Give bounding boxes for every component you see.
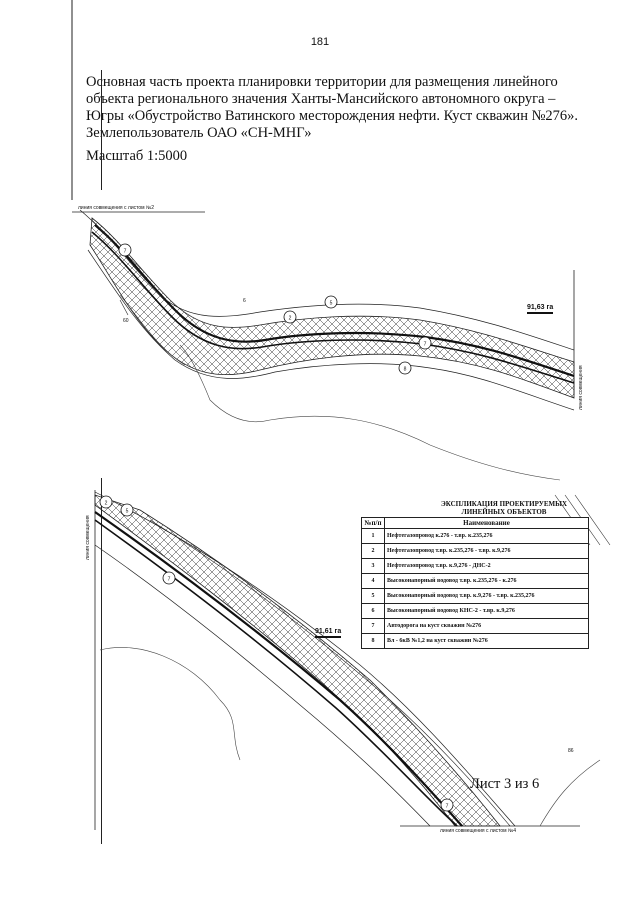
- row-num: 1: [361, 528, 385, 544]
- row-num: 2: [361, 543, 385, 559]
- row-num: 8: [361, 633, 385, 649]
- road-line: [149, 519, 511, 827]
- row-name: Высоконапорный водовод т.вр. к.235,276 -…: [384, 573, 589, 589]
- pipeline-top-2: [91, 231, 575, 384]
- svg-text:5: 5: [126, 509, 129, 515]
- area-stamp-top: 91,63 га: [527, 304, 554, 314]
- terrain-contour: [179, 344, 561, 481]
- title-line: Югры «Обустройство Ватинского месторожде…: [86, 108, 579, 124]
- left-border-line: [101, 478, 102, 844]
- row-num: 5: [361, 588, 385, 604]
- marker-7: 7: [418, 336, 432, 350]
- left-border-line: [101, 70, 102, 190]
- svg-text:7: 7: [168, 577, 171, 583]
- match-line-top-caption: линия совмещения с листом №2: [78, 205, 154, 211]
- boundary-bottom-inner: [94, 544, 431, 827]
- marker-5: 5: [120, 503, 134, 517]
- svg-text:7: 7: [124, 249, 127, 255]
- scale-label: Масштаб 1:5000: [86, 148, 188, 164]
- match-line-bottom-caption: линия совмещения с листом №4: [440, 828, 516, 834]
- row-num: 6: [361, 603, 385, 619]
- pipeline-top-1: [94, 224, 575, 378]
- corridor-top: [89, 217, 575, 399]
- marker-8: 8: [398, 361, 412, 375]
- row-name: Нефтегазопровод т.вр. к.235,276 - т.вр. …: [384, 543, 589, 559]
- marker-2: 2: [283, 310, 297, 324]
- explication-title: ЭКСПЛИКАЦИЯ ПРОЕКТИРУЕМЫХ ЛИНЕЙНЫХ ОБЪЕК…: [404, 500, 604, 516]
- svg-text:2: 2: [289, 316, 292, 322]
- row-num: 7: [361, 618, 385, 634]
- row-num: 4: [361, 573, 385, 589]
- match-line-left-caption: линия совмещения: [85, 515, 91, 560]
- marker-2: 2: [99, 495, 113, 509]
- marker-7: 7: [118, 243, 132, 257]
- boundary-top-outer: [79, 209, 575, 351]
- title-line: Основная часть проекта планировки террит…: [86, 74, 558, 90]
- row-name: Высоконапорный водовод т.вр. к.9,276 - т…: [384, 588, 589, 604]
- row-name: Автодорога на куст скважин №276: [384, 618, 589, 634]
- boundary-top-inner: [87, 249, 575, 411]
- terrain-contour: [99, 647, 241, 761]
- terrain-contour: [119, 294, 186, 366]
- match-line-right-caption: линия совмещения: [578, 365, 584, 410]
- area-stamp-bottom: 91,61 га: [315, 628, 342, 638]
- page-number: 181: [310, 36, 330, 48]
- svg-text:2: 2: [105, 501, 108, 507]
- row-name: Нефтегазопровод к.276 - т.вр. к.235,276: [384, 528, 589, 544]
- row-name: Нефтегазопровод т.вр. к.9,276 - ДНС-2: [384, 558, 589, 574]
- title-line: Землепользователь ОАО «СН-МНГ»: [86, 125, 312, 141]
- sheet-number: Лист 3 из 6: [470, 776, 540, 792]
- explication-title-line: ЛИНЕЙНЫХ ОБЪЕКТОВ: [461, 508, 547, 516]
- table-header-row: №п/п Наименование: [361, 517, 589, 529]
- row-num: 3: [361, 558, 385, 574]
- header-num: №п/п: [361, 517, 385, 529]
- title-line: объекта регионального значения Ханты-Ман…: [86, 91, 556, 107]
- marker-7: 7: [440, 798, 454, 812]
- svg-text:7: 7: [446, 804, 449, 810]
- pipeline-bottom-2: [94, 519, 458, 827]
- header-name: Наименование: [384, 517, 589, 529]
- svg-text:5: 5: [330, 301, 333, 307]
- marker-7: 7: [162, 571, 176, 585]
- corridor-bottom: [94, 494, 501, 827]
- svg-text:8: 8: [404, 367, 407, 373]
- row-name: Вл - 6кВ №1,2 на куст скважин №276: [384, 633, 589, 649]
- label-60: 60: [123, 318, 129, 324]
- row-name: Высоконапорный водовод КНС-2 - т.вр. к.9…: [384, 603, 589, 619]
- document-title: Основная часть проекта планировки террит…: [86, 74, 586, 142]
- label-86: 86: [568, 748, 574, 754]
- pipeline-bottom-1: [94, 511, 463, 827]
- label-6: 6: [243, 298, 246, 304]
- svg-text:7: 7: [424, 342, 427, 348]
- explication-title-line: ЭКСПЛИКАЦИЯ ПРОЕКТИРУЕМЫХ: [440, 500, 568, 508]
- marker-5: 5: [324, 295, 338, 309]
